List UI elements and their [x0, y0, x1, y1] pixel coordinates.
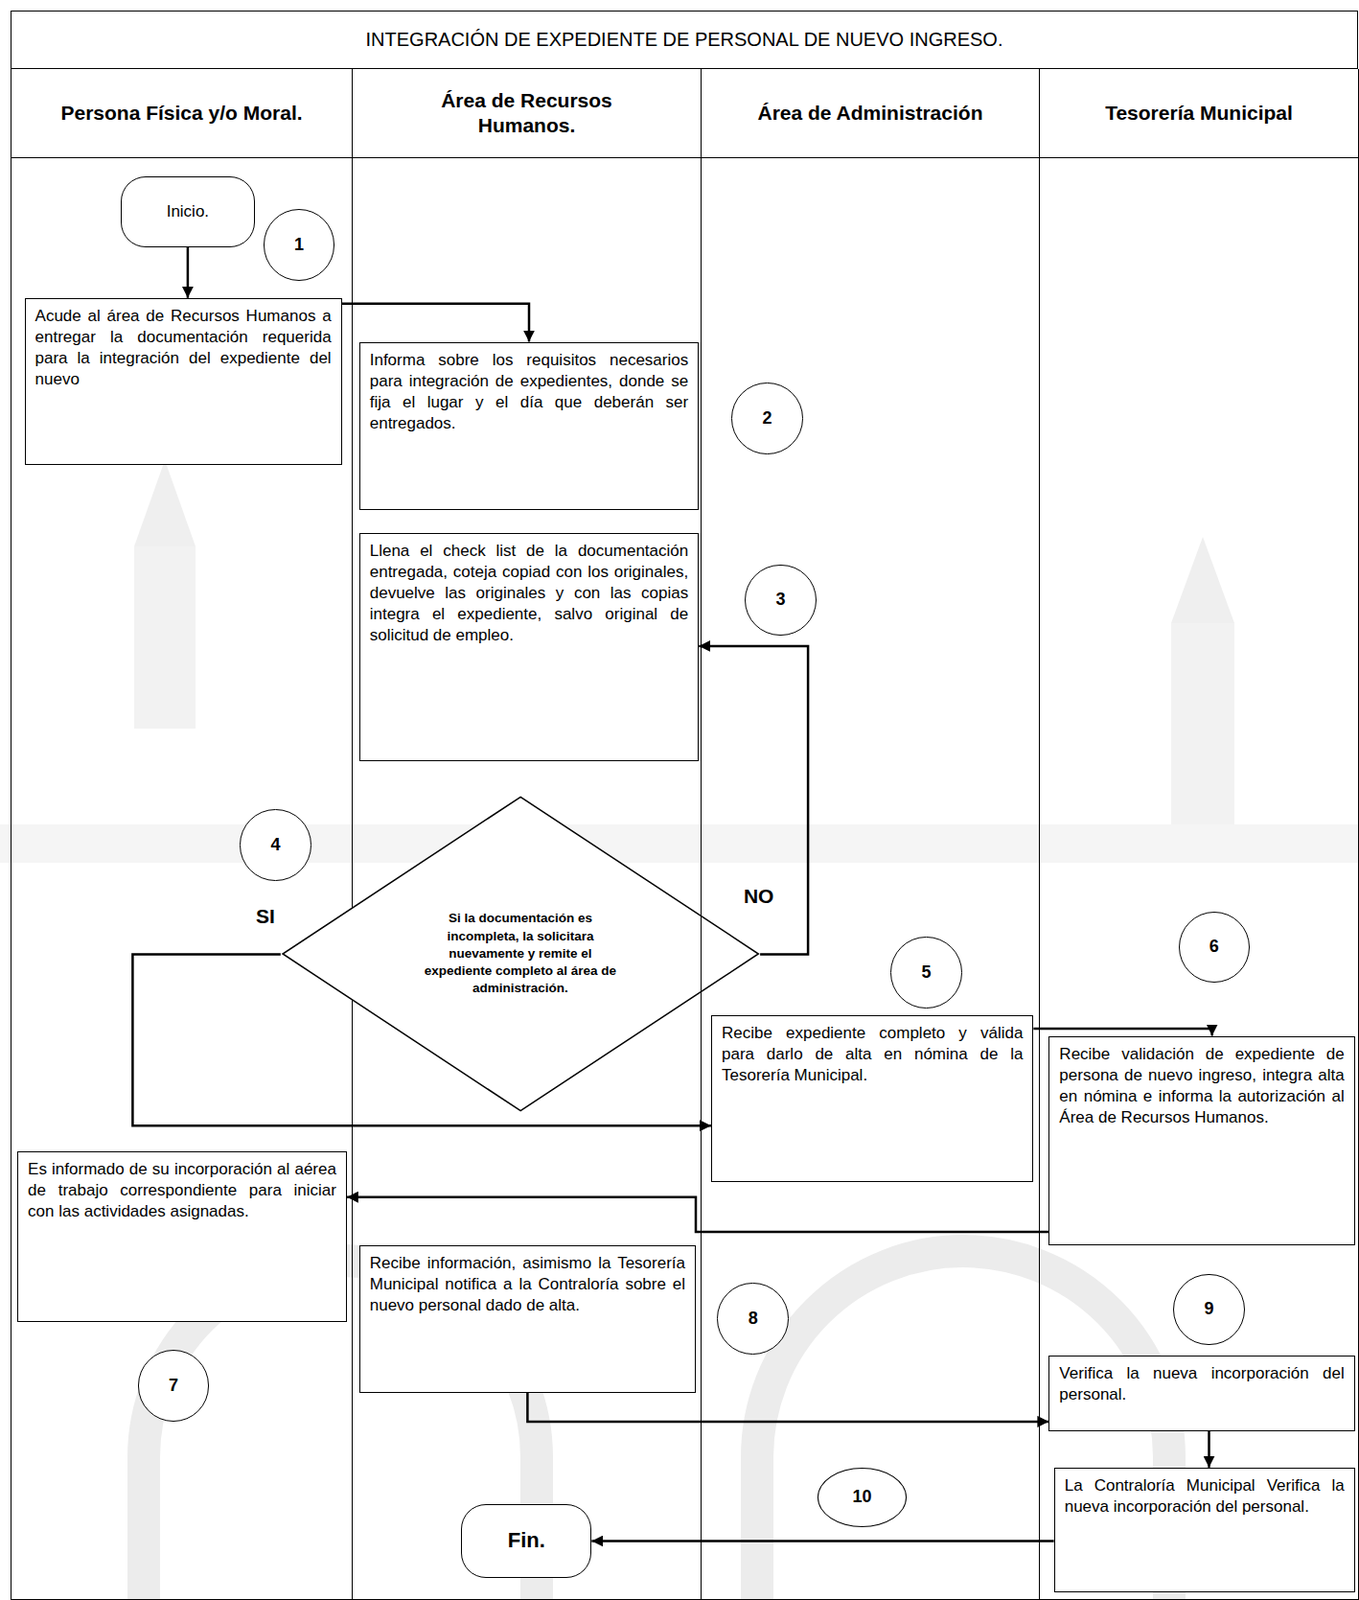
- process-text: La Contraloría Municipal Verifica la nue…: [1064, 1474, 1345, 1518]
- step-number: 2: [731, 382, 804, 455]
- watermark-pillar: [134, 546, 196, 729]
- terminal-box: Fin.: [460, 1503, 592, 1578]
- process-box: Verifica la nueva incorporación del pers…: [1048, 1355, 1355, 1431]
- step-number-text: 1: [294, 234, 304, 255]
- connector: [698, 645, 808, 955]
- lane-header-cell: Tesorería Municipal: [1039, 69, 1359, 159]
- step-number: 8: [716, 1282, 789, 1355]
- step-number-text: 3: [775, 589, 785, 610]
- diamond-shape: [282, 797, 759, 1111]
- process-text: Es informado de su incorporación al aére…: [27, 1158, 337, 1222]
- decision-diamond: Si la documentación es incompleta, la so…: [280, 795, 761, 1112]
- step-number: 10: [817, 1467, 908, 1527]
- step-number: 1: [263, 208, 336, 281]
- lane-header: Área de Recursos Humanos.: [407, 88, 647, 139]
- title-row: INTEGRACIÓN DE EXPEDIENTE DE PERSONAL DE…: [10, 10, 1359, 70]
- watermark-band: [0, 824, 1359, 863]
- process-box: Recibe información, asimismo la Tesorerí…: [359, 1244, 696, 1393]
- process-box: Recibe validación de expediente de perso…: [1048, 1036, 1355, 1245]
- connector: [591, 1539, 1054, 1543]
- connector: [346, 1197, 1050, 1232]
- lane-header: Persona Física y/o Moral.: [60, 100, 302, 126]
- step-number-text: 7: [168, 1375, 179, 1396]
- process-text: Recibe validación de expediente de perso…: [1059, 1043, 1344, 1129]
- step-number: 7: [138, 1349, 210, 1422]
- watermark-pillar: [1171, 622, 1235, 825]
- process-text: Acude al área de Recursos Humanos a entr…: [35, 305, 332, 391]
- process-box: Informa sobre los requisitos necesarios …: [359, 342, 700, 511]
- connector: [1207, 1430, 1211, 1468]
- watermark-pinnacle: [1171, 536, 1235, 623]
- swimlane: Área de Recursos Humanos. Informa sobre l…: [351, 69, 701, 1600]
- connector: [342, 303, 530, 343]
- step-number: 6: [1178, 911, 1251, 984]
- process-box: La Contraloría Municipal Verifica la nue…: [1054, 1467, 1356, 1592]
- swimlane: Área de Administración 2 3 5Recibe expedien…: [700, 69, 1039, 1600]
- terminal-text: Inicio.: [166, 202, 209, 222]
- step-number-text: 5: [921, 962, 932, 983]
- lane-header-cell: Área de Recursos Humanos.: [352, 69, 701, 159]
- step-number-text: 10: [852, 1486, 873, 1507]
- process-text: Informa sobre los requisitos necesarios …: [369, 349, 690, 435]
- step-number: 9: [1173, 1273, 1245, 1346]
- watermark-pinnacle: [134, 460, 196, 547]
- lane-header: Área de Administración: [758, 100, 984, 126]
- connector: [527, 1392, 1049, 1422]
- terminal-text: Fin.: [507, 1527, 546, 1553]
- swimlane: Tesorería Municipal 6Recibe validación de…: [1038, 69, 1359, 1600]
- step-number-text: 9: [1203, 1298, 1214, 1319]
- step-number: 4: [239, 808, 312, 881]
- step-number-text: 8: [748, 1308, 759, 1329]
- process-box: Acude al área de Recursos Humanos a entr…: [24, 298, 343, 466]
- process-text: Llena el check list de la documentación …: [369, 540, 690, 646]
- diagram-title: INTEGRACIÓN DE EXPEDIENTE DE PERSONAL DE…: [366, 28, 1004, 51]
- step-number: 3: [744, 564, 817, 637]
- edge-label: NO: [741, 884, 777, 908]
- process-box: Es informado de su incorporación al aére…: [17, 1151, 347, 1322]
- lane-header-cell: Área de Administración: [701, 69, 1039, 159]
- step-number: 5: [890, 936, 963, 1009]
- process-box: Llena el check list de la documentación …: [359, 532, 700, 761]
- lane-header: Tesorería Municipal: [1105, 100, 1293, 126]
- connector: [186, 247, 190, 299]
- process-text: Verifica la nueva incorporación del pers…: [1059, 1362, 1344, 1406]
- process-box: Recibe expediente completo y válida para…: [711, 1014, 1034, 1182]
- step-number-text: 6: [1209, 936, 1220, 957]
- edge-label: SI: [253, 904, 277, 928]
- process-text: Recibe expediente completo y válida para…: [721, 1022, 1023, 1086]
- connector: [1033, 1028, 1212, 1036]
- decision-text: Si la documentación es incompleta, la so…: [418, 910, 622, 998]
- step-number-text: 2: [762, 408, 773, 429]
- lane-header-cell: Persona Física y/o Moral.: [11, 69, 352, 159]
- terminal-box: Inicio.: [120, 176, 256, 247]
- process-text: Recibe información, asimismo la Tesorerí…: [369, 1252, 686, 1316]
- step-number-text: 4: [270, 834, 280, 855]
- swimlane: Persona Física y/o Moral. Inicio. 1Acude a…: [10, 69, 352, 1600]
